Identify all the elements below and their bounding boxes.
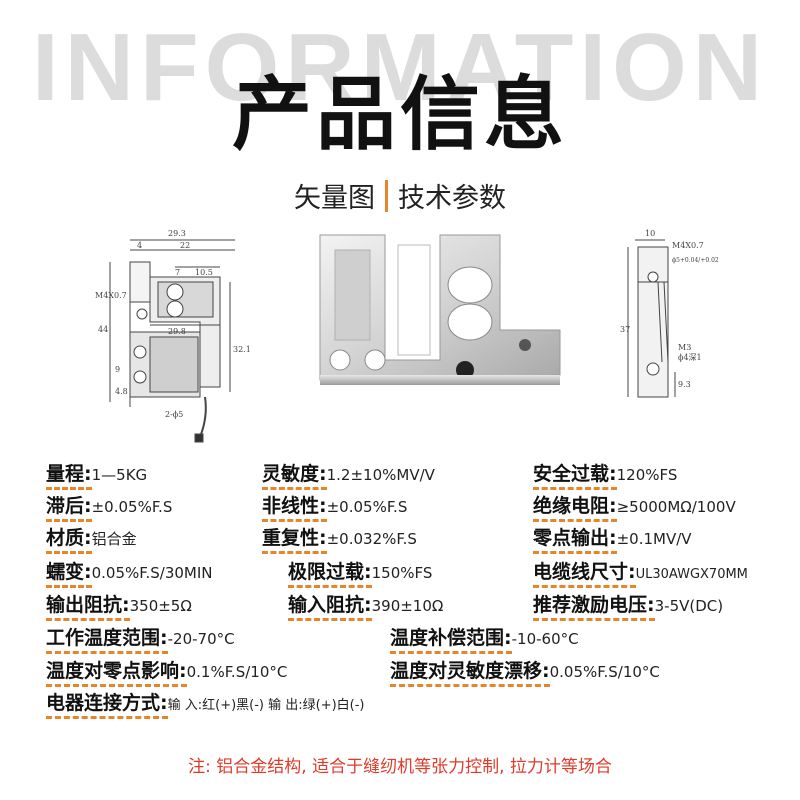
dim-label: 22 bbox=[180, 241, 190, 250]
right-technical-drawing: 10 M4X0.7 ϕ5+0.04/+0.02 37 M3 ϕ4深1 9.3 bbox=[620, 229, 719, 398]
dim-label: M4X0.7 bbox=[672, 241, 704, 250]
dim-label: 10.5 bbox=[195, 268, 213, 277]
drawings-area: 29.3 4 22 7 10.5 M4X0.7 29.8 44 32.1 9 4… bbox=[0, 222, 800, 452]
spec-item: 绝缘电阻:≥5000MΩ/100V bbox=[533, 491, 736, 522]
spec-item: 温度对零点影响:0.1%F.S/10°C bbox=[46, 656, 287, 687]
dim-label: ϕ4深1 bbox=[678, 353, 702, 362]
dim-label: 9 bbox=[115, 365, 120, 374]
spec-item: 温度补偿范围:-10-60°C bbox=[390, 623, 579, 654]
spec-item: 材质:铝合金 bbox=[46, 523, 137, 554]
dim-label: 2-ϕ5 bbox=[165, 410, 183, 419]
background-word: INFORMATION bbox=[31, 14, 769, 121]
spec-item: 输出阻抗:350±5Ω bbox=[46, 590, 192, 621]
product-photo bbox=[319, 234, 561, 385]
dim-label: 7 bbox=[175, 268, 180, 277]
spec-item: 零点输出:±0.1MV/V bbox=[533, 523, 692, 554]
dim-label: M3 bbox=[678, 343, 691, 352]
dim-label: ϕ5+0.04/+0.02 bbox=[672, 257, 719, 264]
divider bbox=[385, 179, 388, 212]
spec-item: 蠕变:0.05%F.S/30MIN bbox=[46, 557, 213, 588]
spec-item: 滞后:±0.05%F.S bbox=[46, 491, 172, 522]
spec-item: 量程:1—5KG bbox=[46, 459, 147, 490]
dim-label: 9.3 bbox=[678, 380, 691, 389]
spec-item: 工作温度范围:-20-70°C bbox=[46, 623, 235, 654]
dim-label: M4X0.7 bbox=[95, 291, 127, 300]
dim-label: 29.3 bbox=[168, 229, 186, 238]
spec-item: 重复性:±0.032%F.S bbox=[262, 523, 417, 554]
tab-tech-params: 技术参数 bbox=[398, 183, 506, 214]
spec-item: 电缆线尺寸:UL30AWGX70MM bbox=[533, 557, 748, 588]
spec-item: 电器连接方式:输 入:红(+)黑(-) 输 出:绿(+)白(-) bbox=[46, 688, 365, 719]
dim-label: 37 bbox=[620, 325, 630, 334]
spec-item: 输入阻抗:390±10Ω bbox=[288, 590, 443, 621]
dim-label: 32.1 bbox=[233, 345, 251, 354]
tab-vector-drawing: 矢量图 bbox=[294, 183, 375, 214]
dim-label: 44 bbox=[98, 325, 108, 334]
subtitle-row: 矢量图 技术参数 bbox=[0, 176, 800, 215]
spec-item: 非线性:±0.05%F.S bbox=[262, 491, 407, 522]
page-title: 产品信息 bbox=[232, 68, 568, 161]
spec-item: 灵敏度:1.2±10%MV/V bbox=[262, 459, 435, 490]
spec-item: 安全过载:120%FS bbox=[533, 459, 677, 490]
dim-label: 10 bbox=[645, 229, 655, 238]
spec-item: 极限过载:150%FS bbox=[288, 557, 432, 588]
footer-note: 注: 铝合金结构, 适合于缝纫机等张力控制, 拉力计等场合 bbox=[188, 757, 612, 777]
spec-item: 推荐激励电压:3-5V(DC) bbox=[533, 590, 723, 621]
spec-item: 温度对灵敏度漂移:0.05%F.S/10°C bbox=[390, 656, 660, 687]
dim-label: 4.8 bbox=[115, 387, 128, 396]
dim-label: 29.8 bbox=[168, 327, 186, 336]
left-technical-drawing: 29.3 4 22 7 10.5 M4X0.7 29.8 44 32.1 9 4… bbox=[95, 229, 251, 443]
dim-label: 4 bbox=[137, 241, 142, 250]
